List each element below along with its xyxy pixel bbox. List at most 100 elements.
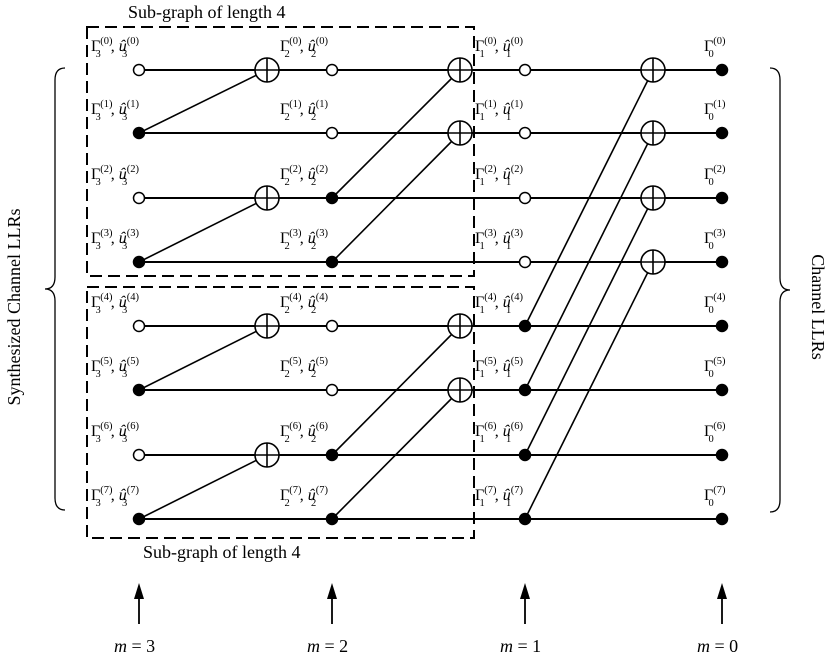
- stage0-node-7: [715, 512, 729, 526]
- stage3-label-7: Γ(7)3,û(7)3: [91, 485, 139, 509]
- stage0-label-1: Γ(1)0: [704, 99, 726, 123]
- stage0-node-4: [715, 319, 729, 333]
- stage0-label-4: Γ(4)0: [704, 292, 726, 316]
- stage3-node-4: [132, 319, 146, 333]
- diagonal-wire-10: [524, 197, 654, 456]
- stage1-node-2: [518, 191, 532, 205]
- xor-stage-b-row-1: [447, 120, 473, 146]
- stage2-label-1: Γ(1)2,û(1)2: [280, 99, 328, 123]
- stage2-node-4: [325, 319, 339, 333]
- stage2-label-6: Γ(6)2,û(6)2: [280, 421, 328, 445]
- stage2-label-0: Γ(0)2,û(0)2: [280, 36, 328, 60]
- diagonal-wire-2: [138, 325, 268, 391]
- stage-arrow-head-1: [520, 583, 530, 599]
- xor-stage-a-row-2: [254, 185, 280, 211]
- diagonal-wire-1: [138, 197, 268, 263]
- diagonal-wire-11: [524, 261, 654, 520]
- stage3-label-5: Γ(5)3,û(5)3: [91, 356, 139, 380]
- stage1-node-0: [518, 63, 532, 77]
- stage3-label-3: Γ(3)3,û(3)3: [91, 228, 139, 252]
- subgraph-boxes: [86, 26, 475, 539]
- stage2-node-1: [325, 126, 339, 140]
- stage2-node-5: [325, 383, 339, 397]
- stage3-node-5: [132, 383, 146, 397]
- stage0-node-0: [715, 63, 729, 77]
- stage0-label-7: Γ(7)0: [704, 485, 726, 509]
- xor-operators: [254, 57, 666, 468]
- stage1-node-4: [518, 319, 532, 333]
- stage0-label-0: Γ(0)0: [704, 36, 726, 60]
- stage-arrow-head-2: [327, 583, 337, 599]
- variable-nodes: [132, 63, 729, 526]
- xor-stage-a-row-6: [254, 442, 280, 468]
- captions: Sub-graph of length 4 Sub-graph of lengt…: [4, 2, 828, 562]
- xor-stage-c-row-3: [640, 249, 666, 275]
- subgraph-bottom-caption: Sub-graph of length 4: [143, 542, 300, 562]
- stage0-label-6: Γ(6)0: [704, 421, 726, 445]
- wires: [138, 69, 722, 520]
- left-side-label: Synthesized Channel LLRs: [4, 209, 24, 406]
- stage1-node-3: [518, 255, 532, 269]
- stage1-label-3: Γ(3)1,û(3)1: [475, 228, 523, 252]
- node-labels: Γ(0)3,û(0)3Γ(1)3,û(1)3Γ(2)3,û(2)3Γ(3)3,û…: [91, 36, 726, 509]
- stage-markers: m = 3 m = 2 m = 1 m = 0: [114, 583, 738, 656]
- stage1-label-0: Γ(0)1,û(0)1: [475, 36, 523, 60]
- stage-arrow-head-3: [134, 583, 144, 599]
- stage1-label-7: Γ(7)1,û(7)1: [475, 485, 523, 509]
- stage3-label-2: Γ(2)3,û(2)3: [91, 164, 139, 188]
- xor-stage-c-row-0: [640, 57, 666, 83]
- stage0-node-1: [715, 126, 729, 140]
- stage-label-m3: m = 3: [114, 636, 155, 656]
- stage3-node-0: [132, 63, 146, 77]
- stage3-label-0: Γ(0)3,û(0)3: [91, 36, 139, 60]
- xor-stage-b-row-4: [447, 313, 473, 339]
- stage-label-m2: m = 2: [307, 636, 348, 656]
- diagonal-wire-6: [331, 325, 461, 456]
- stage1-label-5: Γ(5)1,û(5)1: [475, 356, 523, 380]
- diagonal-wire-5: [331, 132, 461, 263]
- stage0-label-3: Γ(3)0: [704, 228, 726, 252]
- xor-stage-a-row-4: [254, 313, 280, 339]
- stage3-node-6: [132, 448, 146, 462]
- stage1-node-1: [518, 126, 532, 140]
- subgraph-box-top: [86, 26, 475, 277]
- stage0-node-2: [715, 191, 729, 205]
- stage2-label-2: Γ(2)2,û(2)2: [280, 164, 328, 188]
- stage1-node-6: [518, 448, 532, 462]
- subgraph-box-bottom: [86, 286, 475, 539]
- stage2-label-3: Γ(3)2,û(3)2: [280, 228, 328, 252]
- diagonal-wire-7: [331, 389, 461, 520]
- stage1-label-6: Γ(6)1,û(6)1: [475, 421, 523, 445]
- xor-stage-c-row-1: [640, 120, 666, 146]
- stage3-node-2: [132, 191, 146, 205]
- stage1-label-1: Γ(1)1,û(1)1: [475, 99, 523, 123]
- xor-stage-b-row-0: [447, 57, 473, 83]
- stage1-node-7: [518, 512, 532, 526]
- stage2-label-7: Γ(7)2,û(7)2: [280, 485, 328, 509]
- stage0-label-2: Γ(2)0: [704, 164, 726, 188]
- right-side-label: Channel LLRs: [808, 254, 828, 360]
- stage2-node-7: [325, 512, 339, 526]
- stage2-node-2: [325, 191, 339, 205]
- stage3-node-1: [132, 126, 146, 140]
- xor-stage-b-row-5: [447, 377, 473, 403]
- diagonal-wire-4: [331, 69, 461, 199]
- stage0-label-5: Γ(5)0: [704, 356, 726, 380]
- stage2-label-5: Γ(5)2,û(5)2: [280, 356, 328, 380]
- stage3-node-3: [132, 255, 146, 269]
- subgraph-top-caption: Sub-graph of length 4: [128, 2, 285, 22]
- braces: [44, 67, 791, 513]
- stage2-node-6: [325, 448, 339, 462]
- stage1-label-2: Γ(2)1,û(2)1: [475, 164, 523, 188]
- stage3-node-7: [132, 512, 146, 526]
- stage3-label-6: Γ(6)3,û(6)3: [91, 421, 139, 445]
- left-brace: [44, 67, 66, 511]
- stage-label-m0: m = 0: [697, 636, 738, 656]
- stage2-label-4: Γ(4)2,û(4)2: [280, 292, 328, 316]
- diagonal-wire-8: [524, 69, 654, 327]
- diagonal-wire-0: [138, 69, 268, 134]
- stage-label-m1: m = 1: [500, 636, 541, 656]
- diagonal-wire-9: [524, 132, 654, 391]
- stage3-label-1: Γ(1)3,û(1)3: [91, 99, 139, 123]
